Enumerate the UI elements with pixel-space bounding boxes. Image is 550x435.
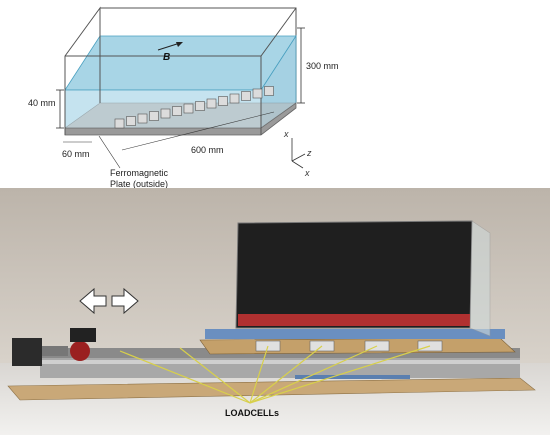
loadcell-cube xyxy=(183,103,194,114)
axis-z xyxy=(291,153,306,162)
loadcell-cube xyxy=(252,88,263,99)
axis-z-label: z xyxy=(306,148,312,158)
left-arrow-icon xyxy=(79,287,107,315)
loadcell-cube xyxy=(241,91,251,101)
loadcell-cube xyxy=(229,93,240,104)
plate-label-line2: Plate (outside) xyxy=(110,179,168,188)
tank-diagram: B 300 mm 40 mm 60 mm 600 mm Ferromagneti… xyxy=(28,6,339,188)
loadcell-cube xyxy=(126,116,136,126)
loadcell-cube xyxy=(206,98,217,109)
tank-glass-side xyxy=(469,220,491,337)
loadcell-cube xyxy=(149,111,159,121)
field-arrowhead xyxy=(176,42,183,47)
water-tank xyxy=(235,220,473,329)
field-label: B xyxy=(163,52,170,63)
loadcell-leader-lines xyxy=(119,345,431,404)
tank-red-strip xyxy=(238,314,470,326)
rail-base-light xyxy=(40,360,520,364)
loadcell-cube xyxy=(195,101,205,111)
loadcell-cubes xyxy=(114,86,274,129)
width-label: 60 mm xyxy=(62,149,90,159)
loadcell-cube xyxy=(172,106,182,116)
apparatus-photo: LOADCELLs xyxy=(0,188,550,435)
right-arrow-icon xyxy=(111,287,139,315)
plate-leader-line xyxy=(98,135,121,169)
platform-plate xyxy=(205,329,505,339)
length-dim-line xyxy=(121,111,275,151)
plate-label-line1: Ferromagnetic xyxy=(110,168,169,178)
cork-base xyxy=(7,377,536,401)
loadcell-cube xyxy=(137,113,148,124)
axis-y xyxy=(291,160,304,169)
wooden-platform xyxy=(199,337,516,355)
axis-y-label: x xyxy=(304,168,310,178)
stepper-motor xyxy=(12,338,42,366)
motor-mount xyxy=(70,328,96,342)
loadcell-cube xyxy=(160,108,171,119)
field-arrow xyxy=(157,42,181,51)
height-label: 300 mm xyxy=(306,61,339,71)
scale-strip xyxy=(295,375,410,379)
length-label: 600 mm xyxy=(191,145,224,155)
loadcell-cube xyxy=(264,86,274,96)
red-pulley xyxy=(70,341,90,361)
motor-coupling xyxy=(42,346,68,356)
photo-caption: LOADCELLs xyxy=(225,408,279,418)
axis-x-label: x xyxy=(283,129,289,139)
loadcell-cube xyxy=(114,118,125,129)
loadcell-cube xyxy=(218,96,228,106)
water-label: 40 mm xyxy=(28,98,56,108)
